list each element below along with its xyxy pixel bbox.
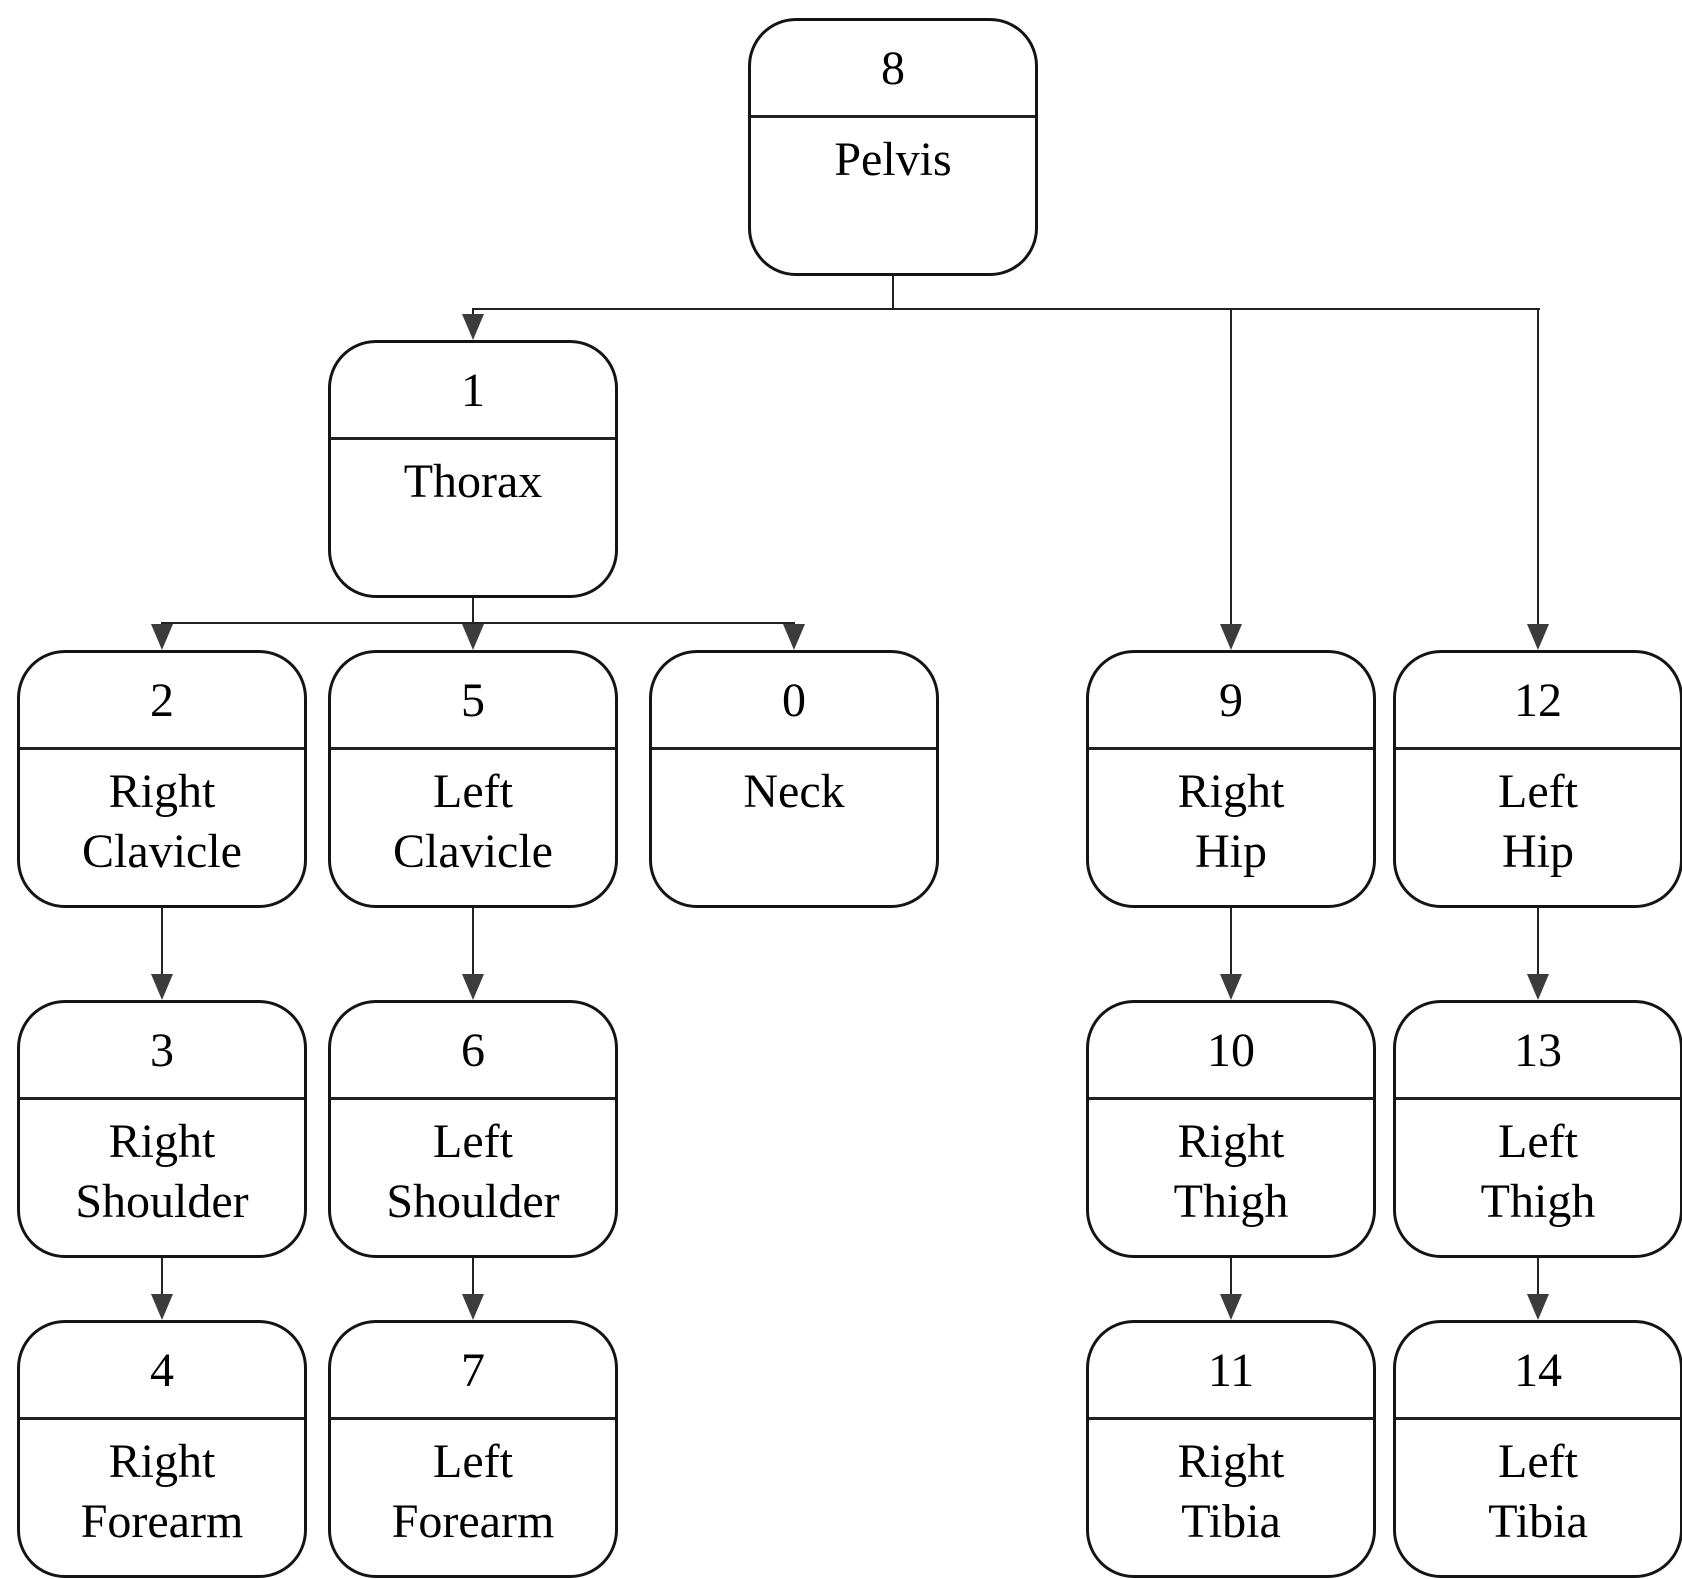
node-right-thigh: 10 Right Thigh (1086, 1000, 1376, 1258)
edge-12-13-arrowhead-icon (1527, 974, 1549, 1000)
node-left-shoulder: 6 Left Shoulder (328, 1000, 618, 1258)
node-left-thigh-label: Left Thigh (1480, 1115, 1596, 1228)
edge-1-branch-line (161, 622, 795, 624)
node-left-tibia-id: 14 (1396, 1323, 1680, 1420)
node-pelvis-id: 8 (751, 21, 1035, 118)
node-left-shoulder-label: Left Shoulder (386, 1115, 560, 1228)
node-left-forearm-id: 7 (331, 1323, 615, 1420)
edge-6-7-line (472, 1258, 474, 1298)
node-left-hip-id: 12 (1396, 653, 1680, 750)
node-thorax-label: Thorax (403, 455, 543, 508)
edge-9-10-arrowhead-icon (1220, 974, 1242, 1000)
node-left-clavicle-label: Left Clavicle (393, 765, 553, 878)
edge-3-4-line (161, 1258, 163, 1298)
node-right-tibia: 11 Right Tibia (1086, 1320, 1376, 1578)
edge-1-2-arrowhead-icon (151, 624, 173, 650)
node-thorax: 1 Thorax (328, 340, 618, 598)
edge-1-0-arrowhead-icon (783, 624, 805, 650)
node-left-tibia-label: Left Tibia (1488, 1435, 1588, 1548)
edge-12-13-line (1537, 908, 1539, 978)
edge-8-12-line (1537, 308, 1539, 630)
node-neck: 0 Neck (649, 650, 939, 908)
edge-8-9-arrowhead-icon (1220, 624, 1242, 650)
node-right-tibia-label: Right Tibia (1177, 1435, 1285, 1548)
edge-13-14-line (1537, 1258, 1539, 1298)
node-thorax-id: 1 (331, 343, 615, 440)
edge-8-1-arrowhead-icon (462, 314, 484, 340)
node-left-clavicle: 5 Left Clavicle (328, 650, 618, 908)
node-left-thigh: 13 Left Thigh (1393, 1000, 1682, 1258)
edge-2-3-line (161, 908, 163, 978)
node-left-hip-label: Left Hip (1498, 765, 1578, 878)
node-right-forearm-id: 4 (20, 1323, 304, 1420)
node-neck-id: 0 (652, 653, 936, 750)
edge-1-5-arrowhead-icon (462, 624, 484, 650)
edge-13-14-arrowhead-icon (1527, 1294, 1549, 1320)
node-right-hip-id: 9 (1089, 653, 1373, 750)
node-left-shoulder-id: 6 (331, 1003, 615, 1100)
node-right-thigh-label: Right Thigh (1173, 1115, 1289, 1228)
node-right-thigh-id: 10 (1089, 1003, 1373, 1100)
node-right-hip: 9 Right Hip (1086, 650, 1376, 908)
node-left-forearm-label: Left Forearm (391, 1435, 555, 1548)
edge-8-stem-line (892, 276, 894, 310)
node-left-hip: 12 Left Hip (1393, 650, 1682, 908)
node-right-shoulder-id: 3 (20, 1003, 304, 1100)
edge-6-7-arrowhead-icon (462, 1294, 484, 1320)
edge-2-3-arrowhead-icon (151, 974, 173, 1000)
edge-3-4-arrowhead-icon (151, 1294, 173, 1320)
node-pelvis-label: Pelvis (834, 133, 952, 186)
node-right-clavicle-label: Right Clavicle (82, 765, 242, 878)
node-right-forearm-label: Right Forearm (80, 1435, 244, 1548)
node-right-tibia-id: 11 (1089, 1323, 1373, 1420)
node-left-clavicle-id: 5 (331, 653, 615, 750)
edge-8-9-line (1230, 308, 1232, 630)
node-right-hip-label: Right Hip (1177, 765, 1285, 878)
edge-10-11-arrowhead-icon (1220, 1294, 1242, 1320)
node-right-clavicle-id: 2 (20, 653, 304, 750)
node-left-tibia: 14 Left Tibia (1393, 1320, 1682, 1578)
edge-1-stem-line (472, 598, 474, 624)
node-left-forearm: 7 Left Forearm (328, 1320, 618, 1578)
node-neck-label: Neck (743, 765, 845, 818)
node-right-clavicle: 2 Right Clavicle (17, 650, 307, 908)
node-right-forearm: 4 Right Forearm (17, 1320, 307, 1578)
edge-9-10-line (1230, 908, 1232, 978)
node-right-shoulder-label: Right Shoulder (75, 1115, 249, 1228)
edge-5-6-line (472, 908, 474, 978)
edge-10-11-line (1230, 1258, 1232, 1298)
edge-8-12-arrowhead-icon (1527, 624, 1549, 650)
node-right-shoulder: 3 Right Shoulder (17, 1000, 307, 1258)
edge-5-6-arrowhead-icon (462, 974, 484, 1000)
node-pelvis: 8 Pelvis (748, 18, 1038, 276)
node-left-thigh-id: 13 (1396, 1003, 1680, 1100)
edge-8-branch-line (472, 308, 1540, 310)
